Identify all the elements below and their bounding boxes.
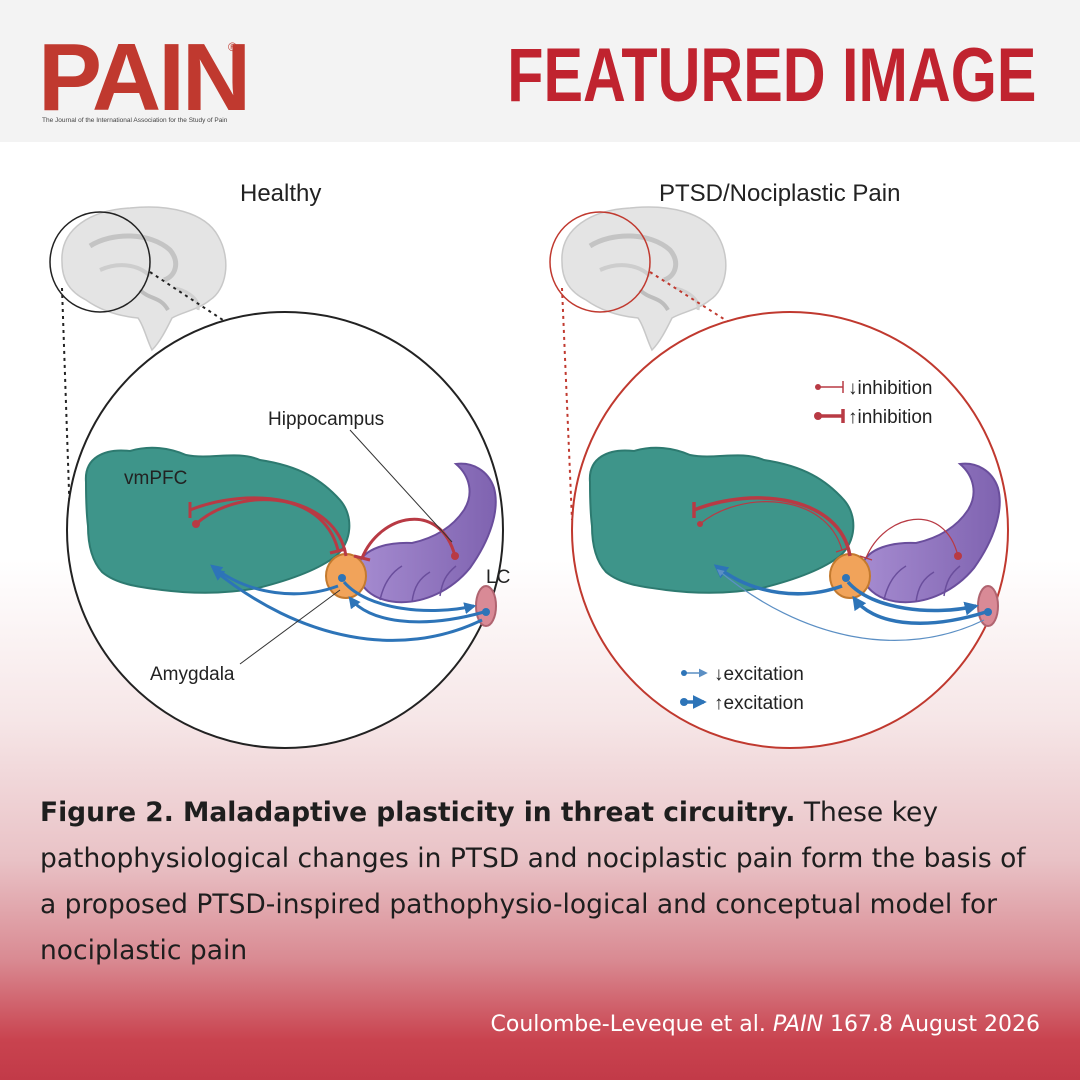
healthy-panel: vmPFC Hippocampus LC Amygdala [49, 206, 510, 749]
healthy-zoom-line-left [61, 287, 71, 521]
journal-logo: PAIN [38, 24, 251, 131]
ptsd-excitation-amygdala-to-vmpfc [713, 564, 843, 596]
healthy-excitation-amygdala-to-lc [342, 581, 477, 614]
amygdala-leader-line [239, 589, 341, 665]
healthy-amygdala-region [325, 553, 367, 599]
ptsd-zoom-circle [549, 211, 651, 313]
header-bar: PAIN ® The Journal of the International … [0, 0, 1080, 142]
excitation-legend: ↓excitation ↑excitation [680, 664, 804, 714]
citation-journal: PAIN [772, 1012, 824, 1037]
ptsd-inhibition-vmpfc-to-amygdala [699, 501, 843, 551]
healthy-panel-title: Healthy [240, 180, 322, 207]
journal-subtitle: The Journal of the International Associa… [42, 117, 228, 124]
legend-decreased-excitation: ↓excitation [714, 664, 804, 685]
healthy-hippocampus-region [356, 462, 497, 604]
featured-image-banner: FEATURED IMAGE [506, 33, 1036, 118]
threat-circuitry-diagram: vmPFC Hippocampus LC Amygdala [49, 206, 1009, 749]
healthy-excitation-lc-to-vmpfc [212, 568, 483, 642]
legend-increased-excitation: ↑excitation [714, 693, 804, 714]
citation-authors: Coulombe-Leveque et al. [490, 1012, 773, 1037]
citation: Coulombe-Leveque et al. PAIN 167.8 Augus… [491, 1012, 1040, 1037]
ptsd-zoom-line-left [561, 287, 573, 521]
ptsd-excitation-lc-to-amygdala [852, 595, 987, 625]
healthy-brain-thumbnail [49, 206, 227, 352]
healthy-zoom-line-right [149, 271, 233, 327]
hippocampus-leader-line [349, 429, 453, 543]
figure-caption: Figure 2. Maladaptive plasticity in thre… [40, 790, 1040, 974]
lc-label: LC [486, 567, 510, 588]
caption-text: These key pathophysiological changes in … [40, 797, 1026, 966]
ptsd-panel: ↓inhibition ↑inhibition ↓excitation ↑exc… [549, 206, 1009, 749]
ptsd-excitation-amygdala-to-lc [846, 580, 979, 616]
ptsd-inhibition-amygdala-to-vmpfc [693, 496, 852, 557]
ptsd-inhibition-hippocampus-to-amygdala [865, 518, 959, 559]
ptsd-zoom-line-right [649, 271, 739, 329]
healthy-inhibition-vmpfc-to-amygdala [194, 498, 340, 551]
caption-title: Figure 2. Maladaptive plasticity in thre… [40, 797, 796, 828]
ptsd-panel-title: PTSD/Nociplastic Pain [659, 180, 901, 207]
healthy-zoom-circle [49, 211, 151, 313]
healthy-inhibition-hippocampus-to-amygdala [360, 517, 457, 559]
ptsd-brain-thumbnail [549, 206, 727, 352]
ptsd-amygdala-region [829, 553, 871, 599]
ptsd-lc-region [977, 585, 999, 627]
registered-mark: ® [228, 40, 237, 54]
inhibition-legend: ↓inhibition ↑inhibition [814, 378, 933, 428]
ptsd-hippocampus-region [860, 462, 1001, 604]
healthy-excitation-lc-to-amygdala [348, 596, 485, 624]
vmpfc-label: vmPFC [124, 468, 187, 489]
legend-increased-inhibition: ↑inhibition [848, 407, 933, 428]
citation-issue: 167.8 August 2026 [823, 1012, 1040, 1037]
ptsd-excitation-lc-to-vmpfc [716, 569, 985, 641]
amygdala-label: Amygdala [150, 664, 235, 685]
legend-decreased-inhibition: ↓inhibition [848, 378, 933, 399]
hippocampus-label: Hippocampus [268, 409, 384, 430]
